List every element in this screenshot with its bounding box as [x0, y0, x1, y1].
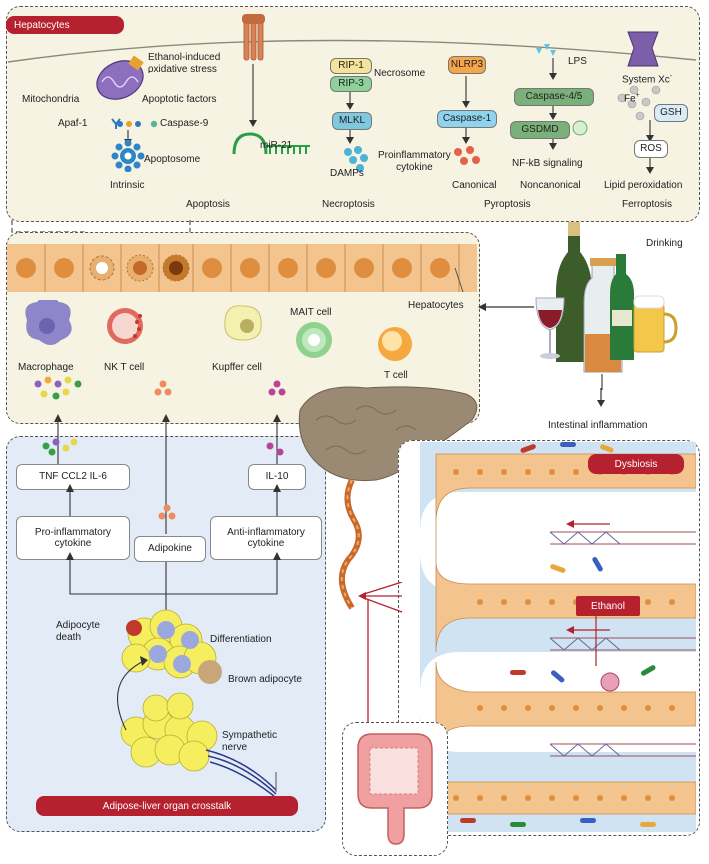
gsh-box: GSH: [654, 104, 688, 122]
apoptosis-title: Apoptosis: [186, 199, 230, 210]
proinflammatory-cytokine-label: Proinflammatory cytokine: [378, 150, 451, 173]
apoptotic-factors-label: Apoptotic factors: [142, 94, 217, 105]
rip1-box: RIP-1: [330, 58, 372, 74]
tcell-label: T cell: [384, 370, 408, 381]
rip3-box: RIP-3: [330, 76, 372, 92]
intrinsic-label: Intrinsic: [110, 180, 145, 191]
lipid-peroxidation-label: Lipid peroxidation: [604, 180, 683, 191]
lps-label: LPS: [568, 56, 587, 67]
adipokine-box: Adipokine: [134, 536, 206, 562]
necrosome-label: Necrosome: [374, 68, 426, 79]
hepatocytes-tag: Hepatocytes: [6, 16, 124, 34]
sympathetic-nerve-label: Sympathetic nerve: [222, 730, 278, 753]
gsdmd-box: GSDMD: [510, 121, 570, 139]
caspase45-box: Caspase-4/5: [514, 88, 594, 106]
lps-noncanonical-pathway: [536, 44, 588, 150]
adipose-crosstalk-tag: Adipose-liver organ crosstalk: [36, 796, 298, 816]
fe-text: Fe: [624, 93, 636, 105]
adipocyte-death-label: Adipocyte death: [56, 620, 100, 643]
mait-label: MAIT cell: [290, 307, 332, 318]
damps-label: DAMPs: [330, 168, 364, 179]
nkt-label: NK T cell: [104, 362, 145, 373]
stress-label: Ethanol-induced oxidative stress: [148, 52, 221, 75]
mlkl-box: MLKL: [332, 112, 372, 130]
nlrp3-box: NLRP3: [448, 56, 486, 74]
brown-adipocyte-label: Brown adipocyte: [228, 674, 302, 685]
pro-inflammatory-box: Pro-inflammatory cytokine: [16, 516, 130, 560]
tnf-box: TNF CCL2 IL-6: [16, 464, 130, 490]
necroptosis-pathway: [344, 92, 368, 172]
pyroptosis-title: Pyroptosis: [484, 199, 531, 210]
portal-red-connectors: [358, 582, 403, 722]
dysbiosis-tag: Dysbiosis: [588, 454, 684, 474]
colon-illustration: [357, 733, 433, 845]
ethanol-tag: Ethanol: [576, 596, 640, 616]
adipose-tissue-illustration: [117, 609, 277, 797]
macrophage-label: Macrophage: [18, 362, 74, 373]
immune-cells-illustration: [25, 300, 412, 361]
adipose-arrows: [42, 414, 284, 610]
mir21-label: miR-21: [260, 140, 293, 151]
intestinal-inflammation-label: Intestinal inflammation: [548, 420, 648, 431]
anti-inflammatory-box: Anti-inflammatory cytokine: [210, 516, 322, 560]
receptor-mir21-illustration: [232, 14, 310, 155]
mitochondria-illustration: [96, 55, 158, 172]
mitochondria-label: Mitochondria: [22, 94, 80, 105]
differentiation-label: Differentiation: [210, 634, 272, 645]
drinking-arrow: [478, 303, 534, 311]
liver-illustration: [298, 386, 478, 610]
drinks-illustration: [535, 222, 678, 390]
necroptosis-title: Necroptosis: [322, 199, 375, 210]
hepatocytes-row-label: Hepatocytes: [408, 300, 464, 311]
intestinal-arrow: [597, 388, 605, 407]
ros-box: ROS: [634, 140, 668, 158]
secreted-factors: [34, 376, 286, 400]
ferroptosis-title: Ferroptosis: [622, 199, 673, 210]
systemxc-text: System Xc: [622, 74, 670, 86]
systemxc-label: System Xc-: [622, 73, 672, 86]
caspase1-box: Caspase-1: [437, 110, 497, 128]
canonical-label: Canonical: [452, 180, 497, 191]
apoptosome-label: Apoptosome: [144, 154, 201, 165]
systemxc-sup: -: [669, 73, 673, 80]
apaf-label: Apaf-1: [58, 118, 88, 129]
drinking-label: Drinking: [646, 238, 683, 249]
fe-sup: +: [635, 92, 640, 99]
noncanonical-label: Noncanonical: [520, 180, 581, 191]
caspase9-label: Caspase-9: [160, 118, 209, 129]
canonical-pathway: [454, 76, 480, 165]
fe-label: Fe+: [624, 92, 640, 105]
nfkb-label: NF-kB signaling: [512, 158, 583, 169]
kupffer-label: Kupffer cell: [212, 362, 262, 373]
hepatocyte-row: [7, 244, 477, 292]
